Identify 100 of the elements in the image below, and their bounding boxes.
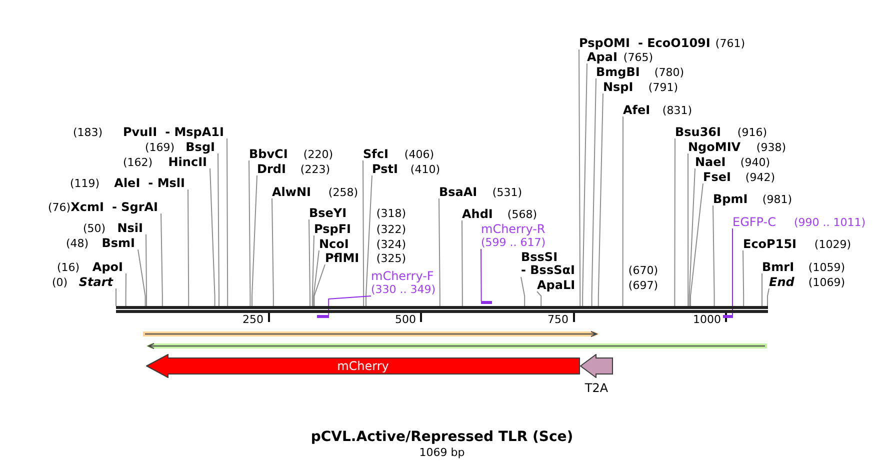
cut-position: (183) [73,126,103,138]
primer-name: mCherry-R [481,223,546,236]
cut-position: (765) [623,50,653,64]
leader-line [438,198,440,306]
cut-position: (223) [300,162,330,176]
leader-line [591,78,596,306]
leader-line [146,234,147,306]
enzyme-name: BsgI [186,140,215,154]
enzyme-name: Bsu36I [675,126,721,138]
cut-position: (981) [762,192,792,206]
feature-band [143,330,599,338]
sequence-length: 1069 bp [419,446,465,459]
cut-position: (0) [52,276,68,288]
enzyme-name: BpmI [713,192,748,206]
map-title: pCVL.Active/Repressed TLR (Sce) [310,429,574,446]
leader-line [520,276,526,306]
sequence-end-label: End [769,276,794,288]
enzyme-name: NcoI [319,238,349,250]
enzyme-name: BmrI [762,260,794,274]
cut-position: (16) [57,260,80,274]
enzyme-name: ApaI [587,50,618,64]
enzyme-name: - EcoO109I [638,36,710,50]
cut-position: (761) [715,36,745,50]
enzyme-name: BseYI [309,206,347,220]
cut-position: (1059) [808,260,845,274]
enzyme-name: - BssSαI [521,264,575,277]
cut-position: (940) [740,156,770,168]
cut-position: (322) [376,222,406,236]
leader-line [328,296,372,316]
sequence-end-label: Start [78,276,113,288]
enzyme-name: PvuII [122,126,158,138]
primer-mark [723,315,733,318]
leader-line [248,160,251,306]
leader-line [712,205,715,306]
enzyme-name: EcoP15I [743,238,797,250]
enzyme-name: PspFI [314,222,351,236]
feature-label: T2A [584,381,608,395]
enzyme-name: AlwNI [272,186,311,198]
cut-position: (406) [404,148,434,160]
leader-line [578,49,581,306]
leader-line [218,153,220,306]
enzyme-name: NsiI [117,222,143,234]
leader-line [536,291,542,306]
leader-line [674,138,676,306]
cut-position: (324) [376,238,406,250]
leader-line [462,220,463,306]
dna-backbone [116,306,768,313]
leader-line [732,228,733,316]
enzyme-name: BmgBI [596,66,640,78]
leader-line [622,116,624,306]
leader-line [312,235,314,306]
cut-position: (119) [70,176,100,190]
enzyme-name: - MspA1I [165,126,224,138]
leader-line [308,219,310,306]
cut-position: (410) [410,162,440,176]
enzyme-name: PstI [372,162,398,176]
enzyme-name: ApaLI [537,278,576,292]
leader-line [688,168,696,306]
cut-position: (531) [492,186,522,198]
cut-position: (831) [662,104,692,116]
cut-position: (697) [628,278,658,292]
leader-line [690,183,704,306]
cut-position: (48) [66,236,89,250]
cut-position: (169) [145,140,175,154]
cut-position: (1029) [814,238,851,250]
feature-band [146,342,767,350]
cut-position: (318) [376,206,406,220]
leader-line [252,175,258,306]
cut-position: (670) [628,264,658,277]
cut-position: (568) [507,208,537,220]
leader-line [480,248,482,302]
cut-position: (938) [756,140,786,154]
leader-line [366,175,372,306]
leader-line [313,250,320,306]
enzyme-name: - MslI [148,176,185,190]
primer-range: (990 .. 1011) [794,216,866,228]
scale-number: 1000 [693,312,721,326]
leader-line [226,138,228,306]
cut-position: (780) [654,66,684,78]
enzyme-name: BbvCI [249,148,288,160]
cut-position: (162) [123,156,153,168]
leader-line [362,160,364,306]
leader-line [210,168,216,306]
enzyme-name: XcmI [70,200,104,214]
cut-position: (258) [328,186,358,198]
leader-line [767,288,770,306]
enzyme-name: AleI [114,176,140,190]
leader-line [125,273,126,306]
primer-mark [481,301,492,304]
enzyme-name: PflMI [325,252,360,264]
enzyme-name: AfeI [623,104,650,116]
feature-label: mCherry [337,359,389,373]
enzyme-name: FseI [703,170,731,184]
scale-number: 500 [395,312,416,326]
enzyme-name: ApoI [92,260,123,274]
enzyme-name: BsmI [102,236,135,250]
enzyme-name: AhdI [462,208,493,220]
leader-line [272,198,274,306]
enzyme-name: HincII [168,156,207,168]
leader-line [598,93,604,306]
